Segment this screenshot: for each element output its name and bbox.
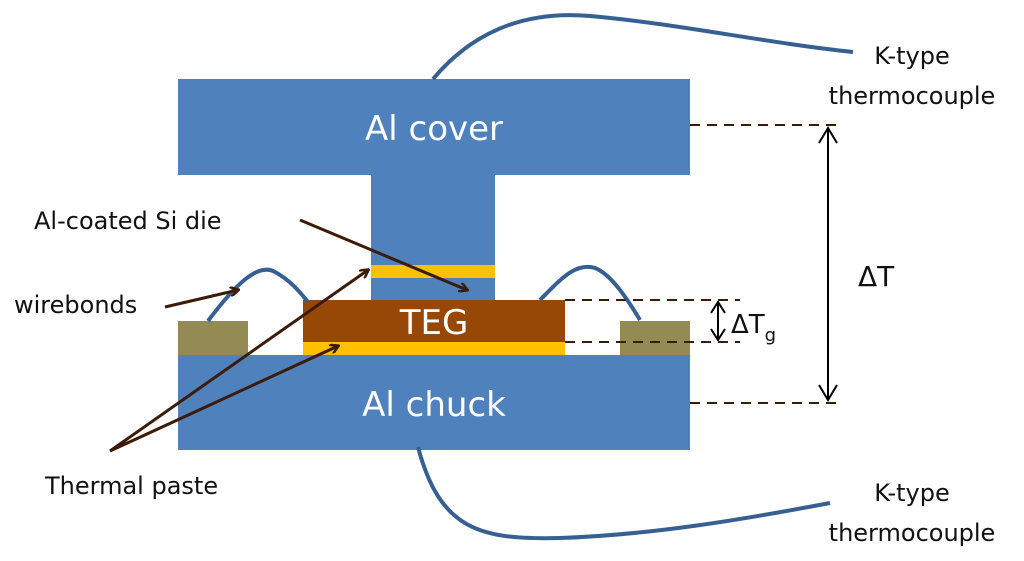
al-coated-si-die-pointer: [299, 218, 467, 290]
al-chuck-label: Al chuck: [362, 385, 506, 425]
thermocouple-top-label-line1: K-type: [874, 42, 950, 70]
al-chuck-block: [178, 355, 690, 450]
thermal-paste-pointer-upper: [109, 270, 368, 453]
teg-block: [303, 300, 565, 342]
al-coated-si-die-label: Al-coated Si die: [34, 207, 222, 235]
delta-tg-arrowhead-top: [710, 300, 726, 314]
delta-tg-label: ΔTg: [731, 310, 776, 346]
wirebonds-label: wirebonds: [14, 291, 137, 319]
bond-pad-left: [178, 321, 248, 355]
thermocouple-wire-top: [431, 13, 854, 81]
al-cover-block: [178, 79, 690, 175]
thermocouple-wire-bottom: [416, 446, 831, 541]
delta-tg-main: ΔT: [731, 310, 765, 340]
thermocouple-bottom-label-line2: thermocouple: [829, 519, 996, 547]
delta-t-arrowhead-top: [818, 126, 838, 144]
thermal-paste-label: Thermal paste: [44, 472, 218, 500]
wirebond-left: [206, 267, 310, 323]
thermocouple-bottom-label-line1: K-type: [874, 479, 950, 507]
thermocouple-top-label-line2: thermocouple: [829, 82, 996, 110]
al-cover-label: Al cover: [365, 109, 503, 149]
bond-pad-right: [620, 321, 690, 355]
delta-tg-subscript: g: [765, 325, 776, 346]
wirebonds-pointer: [164, 290, 238, 309]
delta-t-label: ΔT: [858, 260, 895, 293]
delta-t-arrowhead-bottom: [818, 384, 838, 402]
wirebond-right: [538, 264, 642, 322]
thermal-paste-lower: [303, 342, 565, 355]
thermal-paste-upper: [371, 265, 495, 278]
delta-tg-arrowhead-bottom: [710, 328, 726, 342]
thermal-paste-pointer-lower: [109, 346, 338, 453]
al-cover-pillar: [371, 175, 495, 300]
teg-label: TEG: [399, 303, 469, 343]
